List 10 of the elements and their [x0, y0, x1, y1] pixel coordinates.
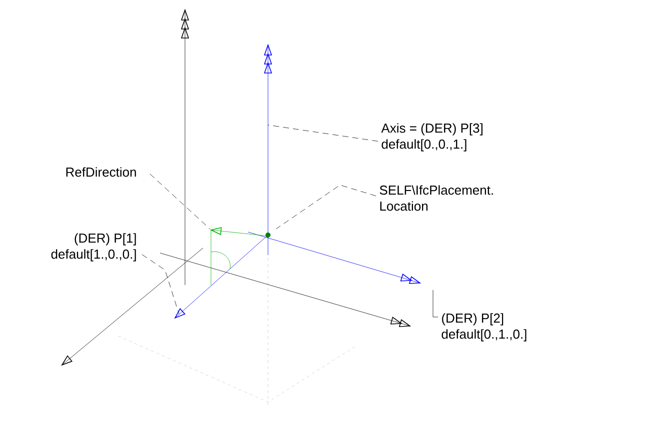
leader-line [142, 254, 180, 314]
callout-label: (DER) P[2] default[0.,1.,0.] [442, 313, 526, 342]
callout-label: (DER) P[1] default[1.,0.,0.] [51, 233, 136, 262]
leader-line [150, 174, 210, 230]
leader-line [268, 124, 378, 142]
callout-label: SELF\IfcPlacement. Location [380, 185, 493, 211]
leader-line [276, 184, 376, 230]
callout-label: RefDirection [66, 167, 136, 177]
callout-label: Axis = (DER) P[3] default[0.,0.,1.] [381, 123, 482, 152]
leader-line [432, 290, 438, 318]
